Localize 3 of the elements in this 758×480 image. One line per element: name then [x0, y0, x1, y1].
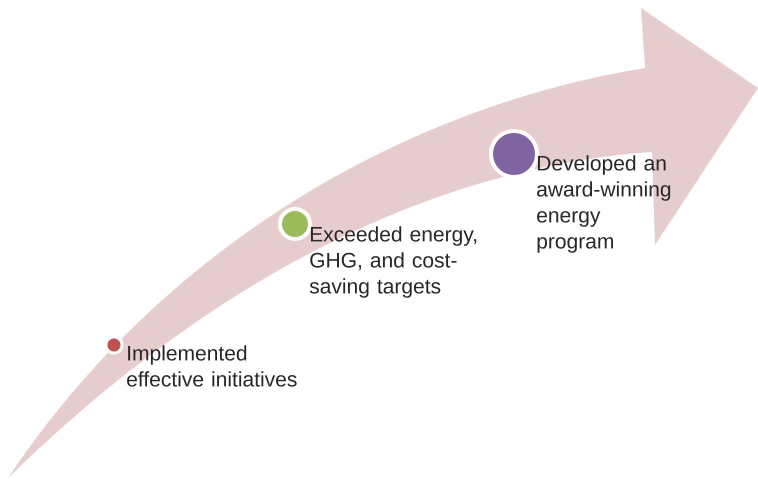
step-text: Exceeded energy, GHG, and cost-saving targets — [310, 226, 476, 298]
step-text: Implemented effective initiatives — [127, 345, 297, 387]
step-text: Developed an award-winning energy program — [537, 155, 670, 253]
